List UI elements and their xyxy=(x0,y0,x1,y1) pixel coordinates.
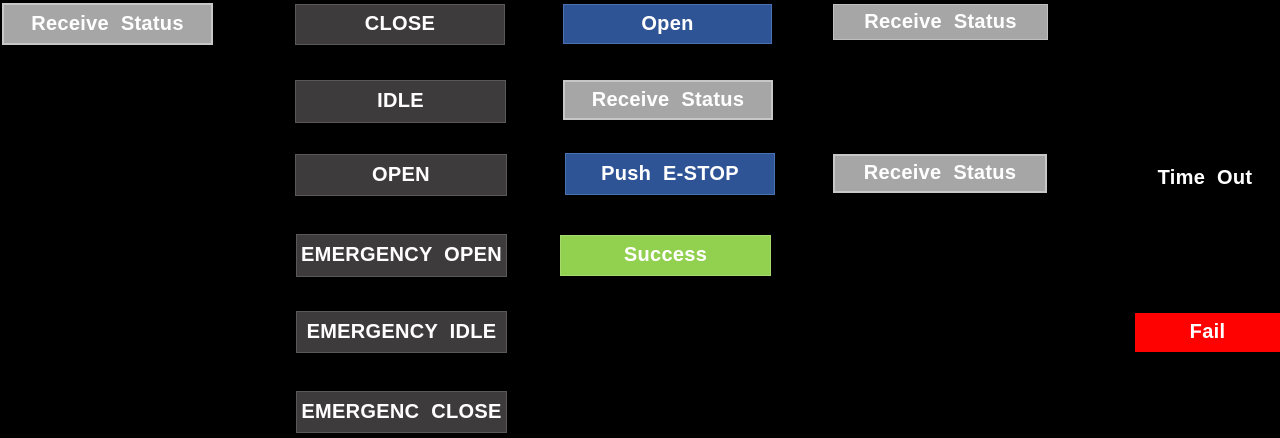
outcome-fail-box: Fail xyxy=(1135,313,1280,352)
timeout-label: Time Out xyxy=(1157,166,1253,189)
state-emergency-idle-box: EMERGENCY IDLE xyxy=(296,311,507,353)
receive-status-box-3: Receive Status xyxy=(563,80,773,120)
outcome-success-box: Success xyxy=(560,235,771,276)
state-emergency-open-box: EMERGENCY OPEN xyxy=(296,234,507,277)
receive-status-box-2: Receive Status xyxy=(833,4,1048,40)
state-emergency-close-box: EMERGENC CLOSE xyxy=(296,391,507,433)
state-idle-box: IDLE xyxy=(295,80,506,123)
state-close-box: CLOSE xyxy=(295,4,505,45)
action-push-estop-box: Push E-STOP xyxy=(565,153,775,195)
state-open-box: OPEN xyxy=(295,154,507,196)
receive-status-box-1: Receive Status xyxy=(2,3,213,45)
action-open-box: Open xyxy=(563,4,772,44)
receive-status-box-4: Receive Status xyxy=(833,154,1047,193)
